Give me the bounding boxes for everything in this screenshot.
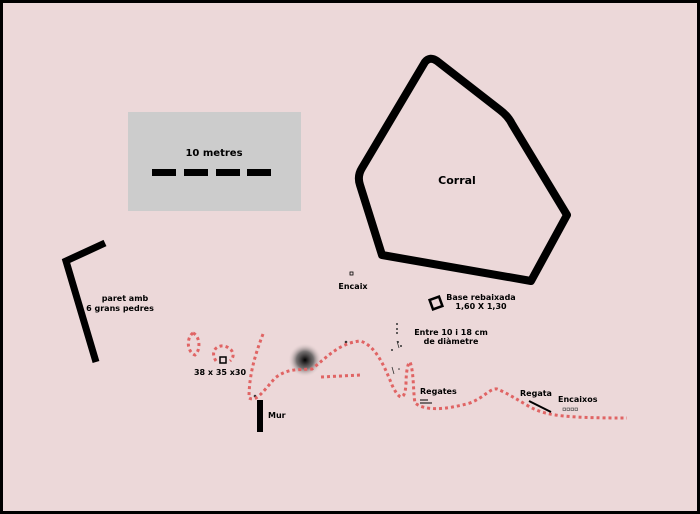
base-label-2: 1,60 X 1,30 [455,302,507,311]
encaix-label: Encaix [338,282,368,291]
corral-outline [354,54,571,285]
mur-wall [257,400,263,432]
regates-label: Regates [420,387,457,396]
dotted-traces [186,331,628,420]
encaixos-label: Encaixos [558,395,598,404]
paret-label-2: 6 grans pedres [86,304,154,313]
background [3,3,697,511]
regata-line [528,400,552,413]
regates-lines [420,399,432,404]
corral-label: Corral [438,174,476,187]
post-holes [253,323,402,398]
scale-bar: 10 metres [128,112,301,211]
encaixos-markers [562,407,578,411]
scale-label: 10 metres [185,148,242,159]
paret-label-1: paret amb [102,294,149,303]
base-marker [427,294,445,312]
dark-spot [288,343,322,377]
regata-label: Regata [520,389,552,398]
mur-label: Mur [268,411,286,420]
entre-label-2: de diàmetre [424,337,479,346]
dims-label: 38 x 35 x30 [194,368,247,377]
entre-label-1: Entre 10 i 18 cm [414,328,488,337]
base-label-1: Base rebaixada [446,293,515,302]
paret-wall [61,239,107,363]
encaix-marker [349,271,354,276]
small-pit-marker [219,356,227,364]
